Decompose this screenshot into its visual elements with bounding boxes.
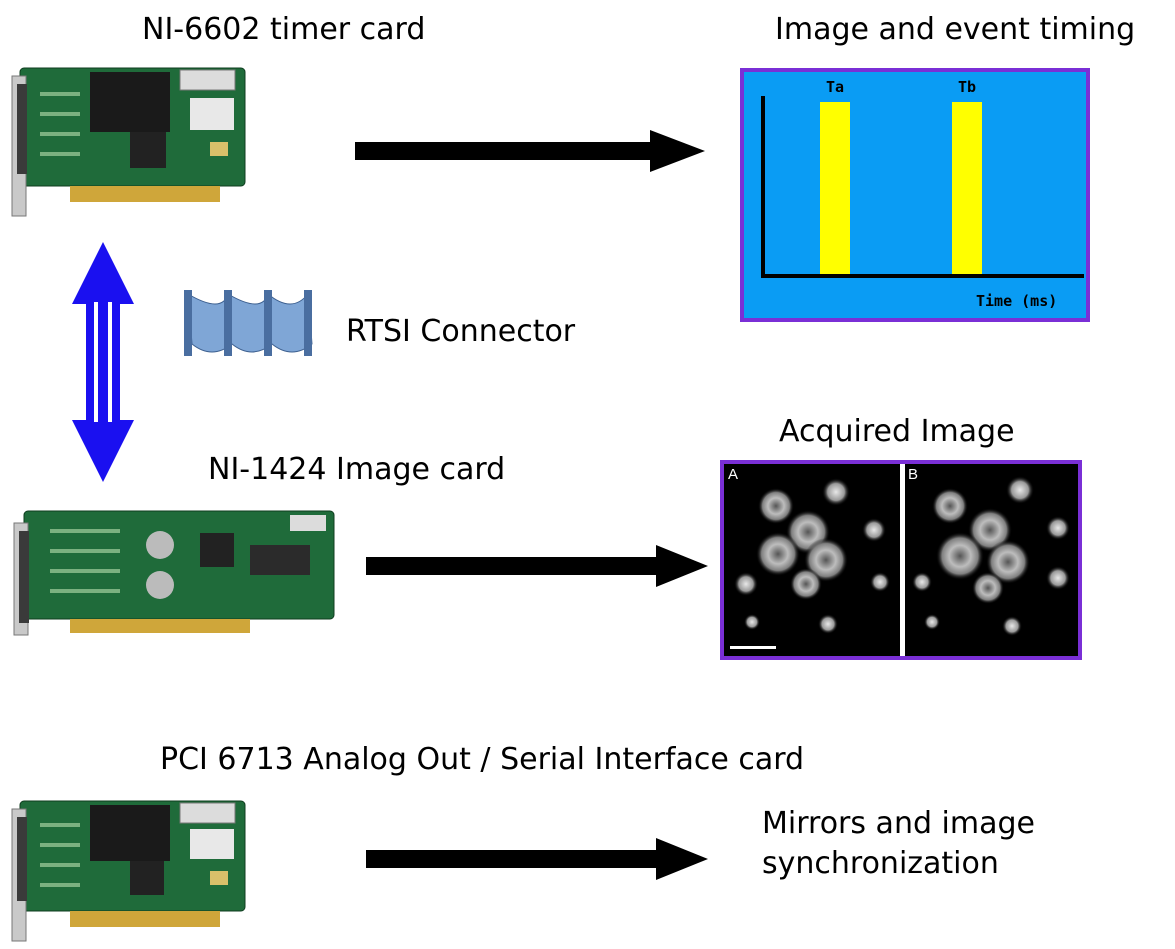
analog-card-image [11, 800, 246, 942]
timing-title: Image and event timing [775, 12, 1136, 47]
acquired-image [730, 464, 1070, 656]
rtsi-connector-image [184, 290, 313, 356]
panel-divider [900, 464, 905, 656]
panel-b-spots [912, 476, 1070, 636]
analog-card-label: PCI 6713 Analog Out / Serial Interface c… [160, 742, 805, 777]
scale-bar [730, 646, 776, 649]
panel-b-label: B [908, 466, 919, 483]
pulse-a-label: Ta [826, 78, 845, 96]
rtsi-double-arrow [72, 242, 134, 482]
mirrors-label-line1: Mirrors and image [762, 806, 1035, 841]
timing-x-label: Time (ms) [976, 292, 1058, 310]
acquired-image-title: Acquired Image [779, 414, 1015, 449]
pulse-b-label: Tb [958, 78, 977, 96]
pulse-a-bar [820, 102, 850, 274]
image-card-image [13, 510, 335, 636]
timing-chart-panel: Ta Tb Time (ms) [740, 68, 1090, 322]
image-card-label: NI-1424 Image card [208, 452, 506, 487]
timing-chart [761, 96, 1084, 278]
timer-card-label: NI-6602 timer card [142, 12, 426, 47]
acquired-image-panel: A B [720, 460, 1082, 660]
timer-card-image [11, 67, 246, 217]
panel-a-spots [730, 478, 890, 649]
panel-a-label: A [728, 466, 739, 483]
image-card-to-acquired-arrow [366, 545, 708, 587]
analog-to-mirrors-arrow [366, 838, 708, 880]
mirrors-label-line2: synchronization [762, 846, 999, 881]
pulse-b-bar [952, 102, 982, 274]
rtsi-label: RTSI Connector [346, 314, 576, 349]
timer-to-timing-arrow [355, 130, 705, 172]
